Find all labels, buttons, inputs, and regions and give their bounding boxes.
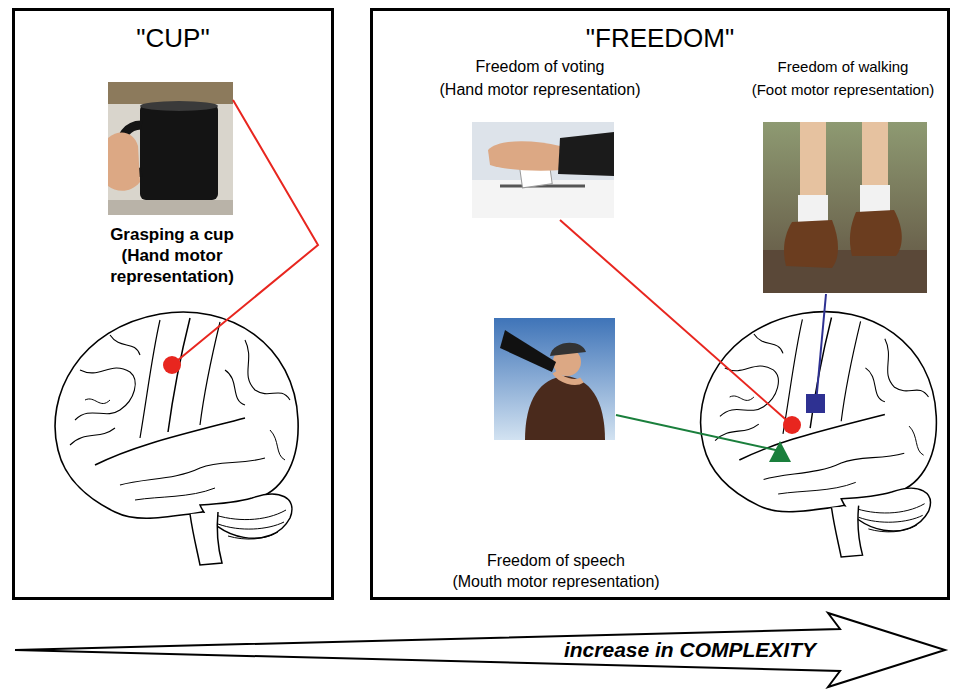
cup-photo	[108, 82, 233, 215]
hand-marker	[163, 356, 181, 374]
foot-marker	[806, 394, 825, 413]
mouth-marker	[769, 441, 791, 462]
leader-line	[560, 220, 792, 425]
panel-box: "CUP"	[12, 8, 334, 600]
hand-marker	[783, 416, 801, 434]
speech-photo	[494, 318, 615, 440]
brain-drawing	[701, 312, 937, 557]
picture-caption: Freedom of speech (Mouth motor represent…	[452, 550, 659, 592]
walking-photo	[763, 122, 927, 293]
leader-line	[816, 294, 826, 403]
brain-drawing	[55, 312, 298, 565]
axis-label: increase in COMPLEXITY	[564, 637, 816, 662]
picture-caption: Freedom of voting (Hand motor representa…	[440, 55, 641, 101]
panel-title: "CUP"	[15, 11, 331, 53]
picture-caption: Grasping a cup (Hand motor representatio…	[92, 224, 252, 287]
leader-line	[616, 415, 780, 451]
picture-caption: Freedom of walking (Foot motor represent…	[752, 55, 935, 101]
complexity-arrow	[15, 613, 945, 687]
panel-title: "FREEDOM"	[373, 11, 947, 53]
voting-photo	[472, 122, 614, 218]
